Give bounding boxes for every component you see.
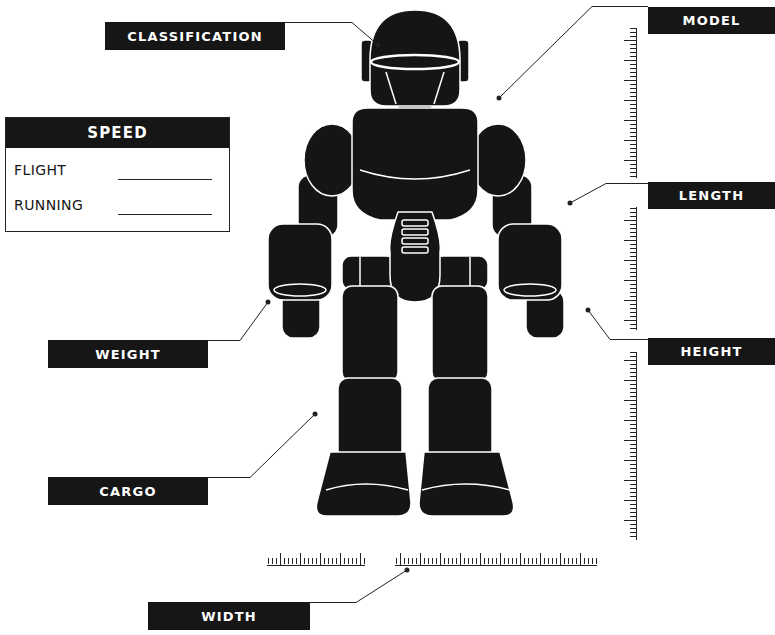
label-box: WIDTH (148, 602, 310, 630)
height-ruler (624, 28, 637, 540)
label-text: CLASSIFICATION (127, 29, 263, 44)
panel-heading: SPEED (6, 118, 229, 148)
fill-in-line (118, 214, 212, 215)
label-box: HEIGHT (648, 338, 775, 365)
label-text: WIDTH (201, 609, 257, 624)
label-box: CARGO (48, 477, 208, 505)
panel-row-label: FLIGHT (14, 162, 66, 178)
label-text: HEIGHT (680, 344, 742, 359)
label-text: LENGTH (679, 188, 744, 203)
label-text: WEIGHT (95, 347, 161, 362)
label-box: CLASSIFICATION (105, 22, 285, 50)
label-box: LENGTH (648, 182, 775, 209)
robot-silhouette (268, 10, 564, 516)
label-text: CARGO (99, 484, 156, 499)
panel-row-label: RUNNING (14, 197, 83, 213)
leader-dots (266, 43, 591, 573)
fill-in-line (118, 179, 212, 180)
speed-panel: SPEED FLIGHT RUNNING (5, 117, 230, 232)
label-box: MODEL (648, 7, 775, 34)
label-box: WEIGHT (48, 340, 208, 368)
label-text: MODEL (683, 13, 741, 28)
leader-lines (208, 7, 648, 603)
width-ruler (267, 553, 597, 566)
